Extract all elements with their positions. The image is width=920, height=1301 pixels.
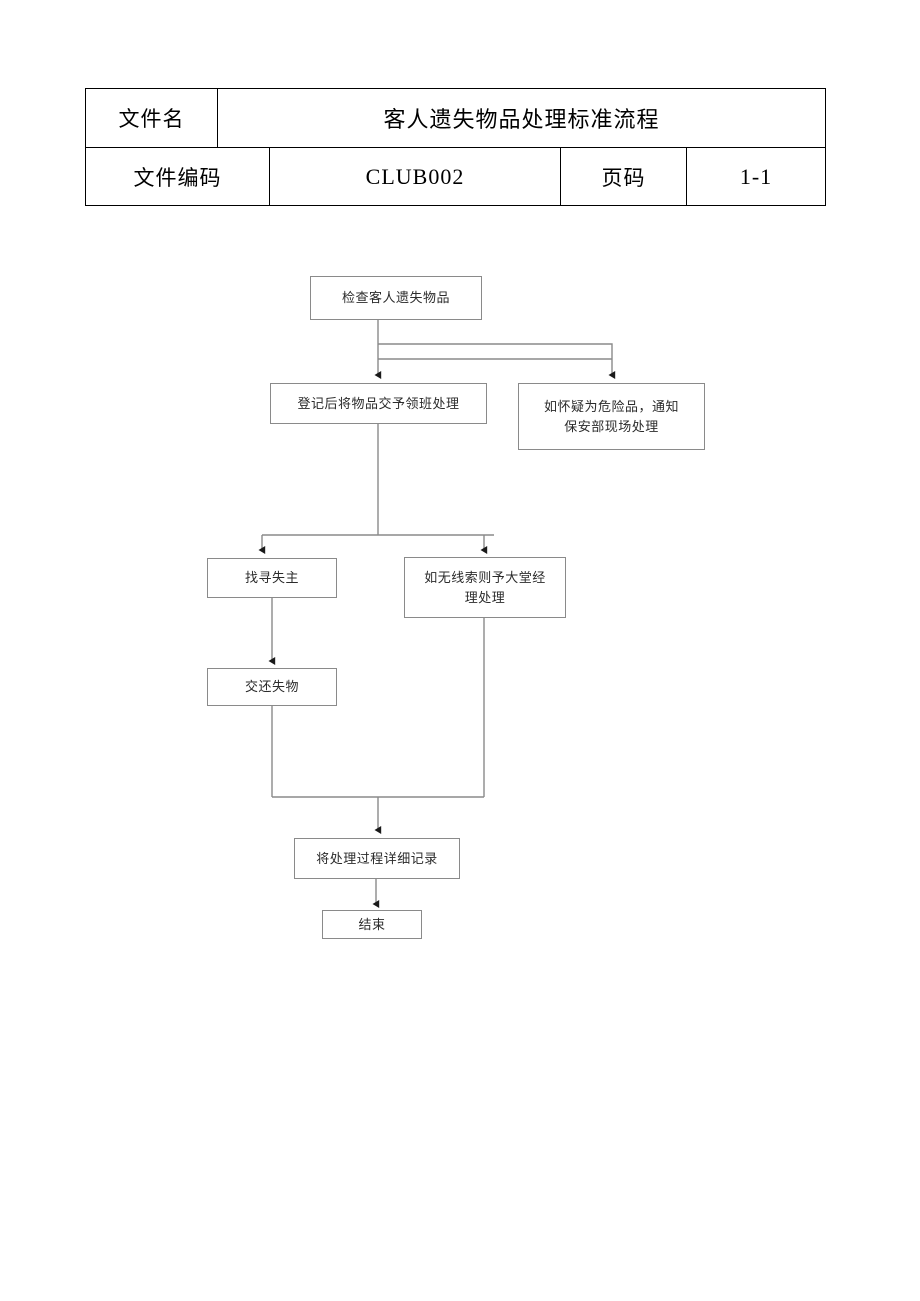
flow-node-label-line-1: 如无线索则予大堂经 xyxy=(424,570,546,585)
file-code-value: CLUB002 xyxy=(269,147,561,206)
flow-node-label: 将处理过程详细记录 xyxy=(316,850,438,866)
flow-node-return-lost-item[interactable]: 交还失物 xyxy=(207,668,337,706)
flow-node-label-line-2: 理处理 xyxy=(464,589,506,605)
table-row-file-code: 文件编码 CLUB002 页码 1-1 xyxy=(85,147,827,206)
flow-node-label: 交还失物 xyxy=(244,679,299,695)
flow-node-label: 检查客人遗失物品 xyxy=(341,290,450,306)
flow-node-dangerous-goods-security[interactable]: 如怀疑为危险品，通知 保安部现场处理 xyxy=(518,383,705,450)
flow-node-label-line-1: 如怀疑为危险品，通知 xyxy=(543,399,679,414)
flow-node-label-line-2: 保安部现场处理 xyxy=(564,418,659,434)
connector-bus-top-right xyxy=(378,343,613,359)
file-name-label: 文件名 xyxy=(85,88,218,148)
flow-node-record-process[interactable]: 将处理过程详细记录 xyxy=(294,838,460,879)
page-label: 页码 xyxy=(560,147,687,206)
flow-node-find-owner[interactable]: 找寻失主 xyxy=(207,558,337,598)
table-row-file-name: 文件名 客人遗失物品处理标准流程 xyxy=(85,88,827,148)
flow-node-inspect-lost-item[interactable]: 检查客人遗失物品 xyxy=(310,276,482,320)
flow-node-label: 结束 xyxy=(358,916,386,932)
flow-node-label: 找寻失主 xyxy=(244,570,299,586)
page-value: 1-1 xyxy=(685,147,827,206)
document-info-table: 文件名 客人遗失物品处理标准流程 文件编码 CLUB002 页码 1-1 xyxy=(85,88,827,206)
flow-node-register-and-handover[interactable]: 登记后将物品交予领班处理 xyxy=(270,383,487,424)
flow-node-end[interactable]: 结束 xyxy=(322,910,422,939)
flow-node-label: 登记后将物品交予领班处理 xyxy=(297,395,460,411)
file-name-value: 客人遗失物品处理标准流程 xyxy=(216,88,827,148)
flow-node-no-clue-lobby-manager[interactable]: 如无线索则予大堂经 理处理 xyxy=(404,557,566,618)
